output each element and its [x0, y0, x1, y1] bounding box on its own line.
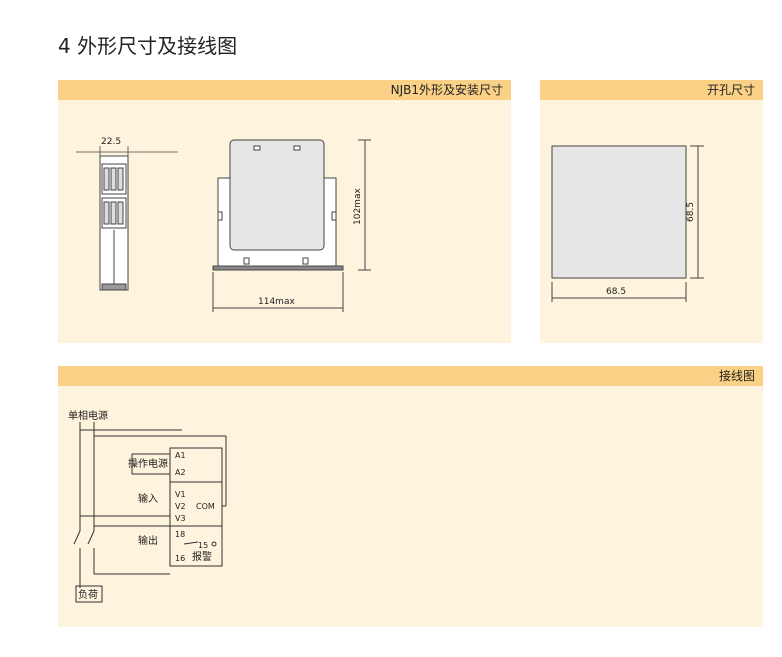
cutout-height-label: 68.5: [686, 202, 696, 222]
terminal-v3: V3: [175, 514, 186, 523]
load-label: 负荷: [78, 588, 98, 601]
input-label: 输入: [138, 492, 158, 505]
alarm-label: 报警: [192, 550, 212, 563]
terminal-a1: A1: [175, 451, 186, 460]
section-title: 4 外形尺寸及接线图: [58, 34, 238, 58]
cutout-panel-header: 开孔尺寸: [540, 80, 763, 100]
cutout-panel: 开孔尺寸 68.5 68.5: [540, 80, 763, 343]
terminal-v2: V2: [175, 502, 186, 511]
power-label: 单相电源: [68, 409, 108, 422]
wiring-panel: 接线图: [58, 366, 763, 627]
front-view: [212, 139, 371, 312]
terminal-18: 18: [175, 530, 185, 539]
output-label: 输出: [138, 534, 158, 547]
height-dimension-label: 102max: [353, 188, 363, 225]
terminal-com: COM: [196, 502, 215, 511]
cutout-width-label: 68.5: [606, 287, 626, 297]
cutout-drawing: 68.5 68.5: [551, 145, 704, 302]
wiring-diagram: 单相电源 操作电源 输入 输出 报警 负荷 A1 A2 V1 V2 V3 COM…: [68, 409, 227, 603]
terminal-a2: A2: [175, 468, 186, 477]
outline-panel-header: NJB1外形及安装尺寸: [58, 80, 511, 100]
side-view: [76, 146, 178, 291]
wiring-panel-header: 接线图: [58, 366, 763, 386]
terminal-15: 15: [198, 541, 208, 550]
op-power-label: 操作电源: [128, 457, 168, 470]
depth-dimension-label: 114max: [258, 297, 295, 307]
terminal-v1: V1: [175, 490, 186, 499]
terminal-16: 16: [175, 554, 185, 563]
width-dimension-label: 22.5: [101, 137, 121, 147]
outline-drawing: 22.5 114max 102max: [76, 137, 371, 312]
outline-panel: NJB1外形及安装尺寸 22.5: [58, 80, 511, 343]
